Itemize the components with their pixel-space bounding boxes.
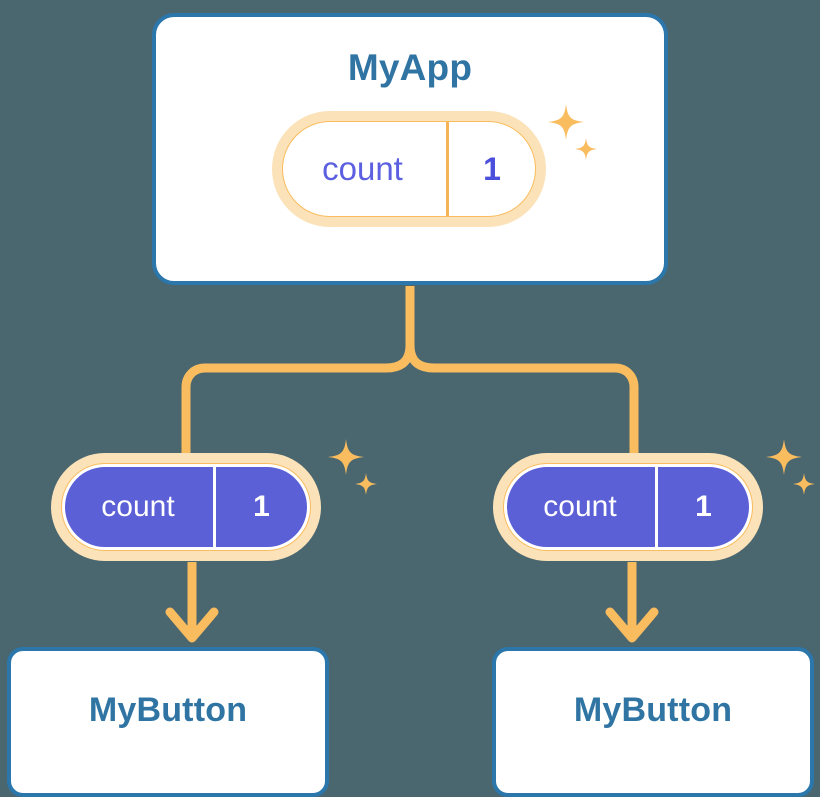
state-pill-root[interactable]: count 1: [272, 111, 546, 227]
state-pill-left-value: 1: [213, 467, 307, 547]
state-pill-root-inner: count 1: [283, 122, 535, 216]
mybutton-label-left: MyButton: [88, 691, 248, 729]
mybutton-label-right: MyButton: [573, 691, 733, 729]
arrow-down-icon-right: [605, 562, 659, 643]
state-pill-right-inner: count 1: [504, 464, 752, 550]
sparkle-icon-left: [320, 438, 380, 502]
state-pill-root-label: count: [322, 150, 403, 187]
connector-branch-left: [181, 340, 415, 469]
state-pill-right-value: 1: [655, 467, 749, 547]
state-pill-left-label: count: [101, 490, 175, 523]
state-pill-left[interactable]: count 1: [51, 453, 321, 561]
sparkle-icon-right: [758, 438, 818, 502]
page-title: MyApp: [347, 47, 473, 88]
state-pill-left-inner: count 1: [62, 464, 310, 550]
connector-branch-right: [405, 340, 639, 469]
mybutton-component-card-left[interactable]: MyButton: [7, 647, 329, 797]
state-pill-root-value: 1: [446, 122, 535, 216]
diagram-canvas: MyApp count 1 count 1 MyButton count: [7, 13, 818, 797]
state-pill-right-label: count: [543, 490, 617, 523]
mybutton-component-card-right[interactable]: MyButton: [492, 647, 814, 797]
state-pill-right[interactable]: count 1: [493, 453, 763, 561]
arrow-down-icon-left: [165, 562, 219, 643]
